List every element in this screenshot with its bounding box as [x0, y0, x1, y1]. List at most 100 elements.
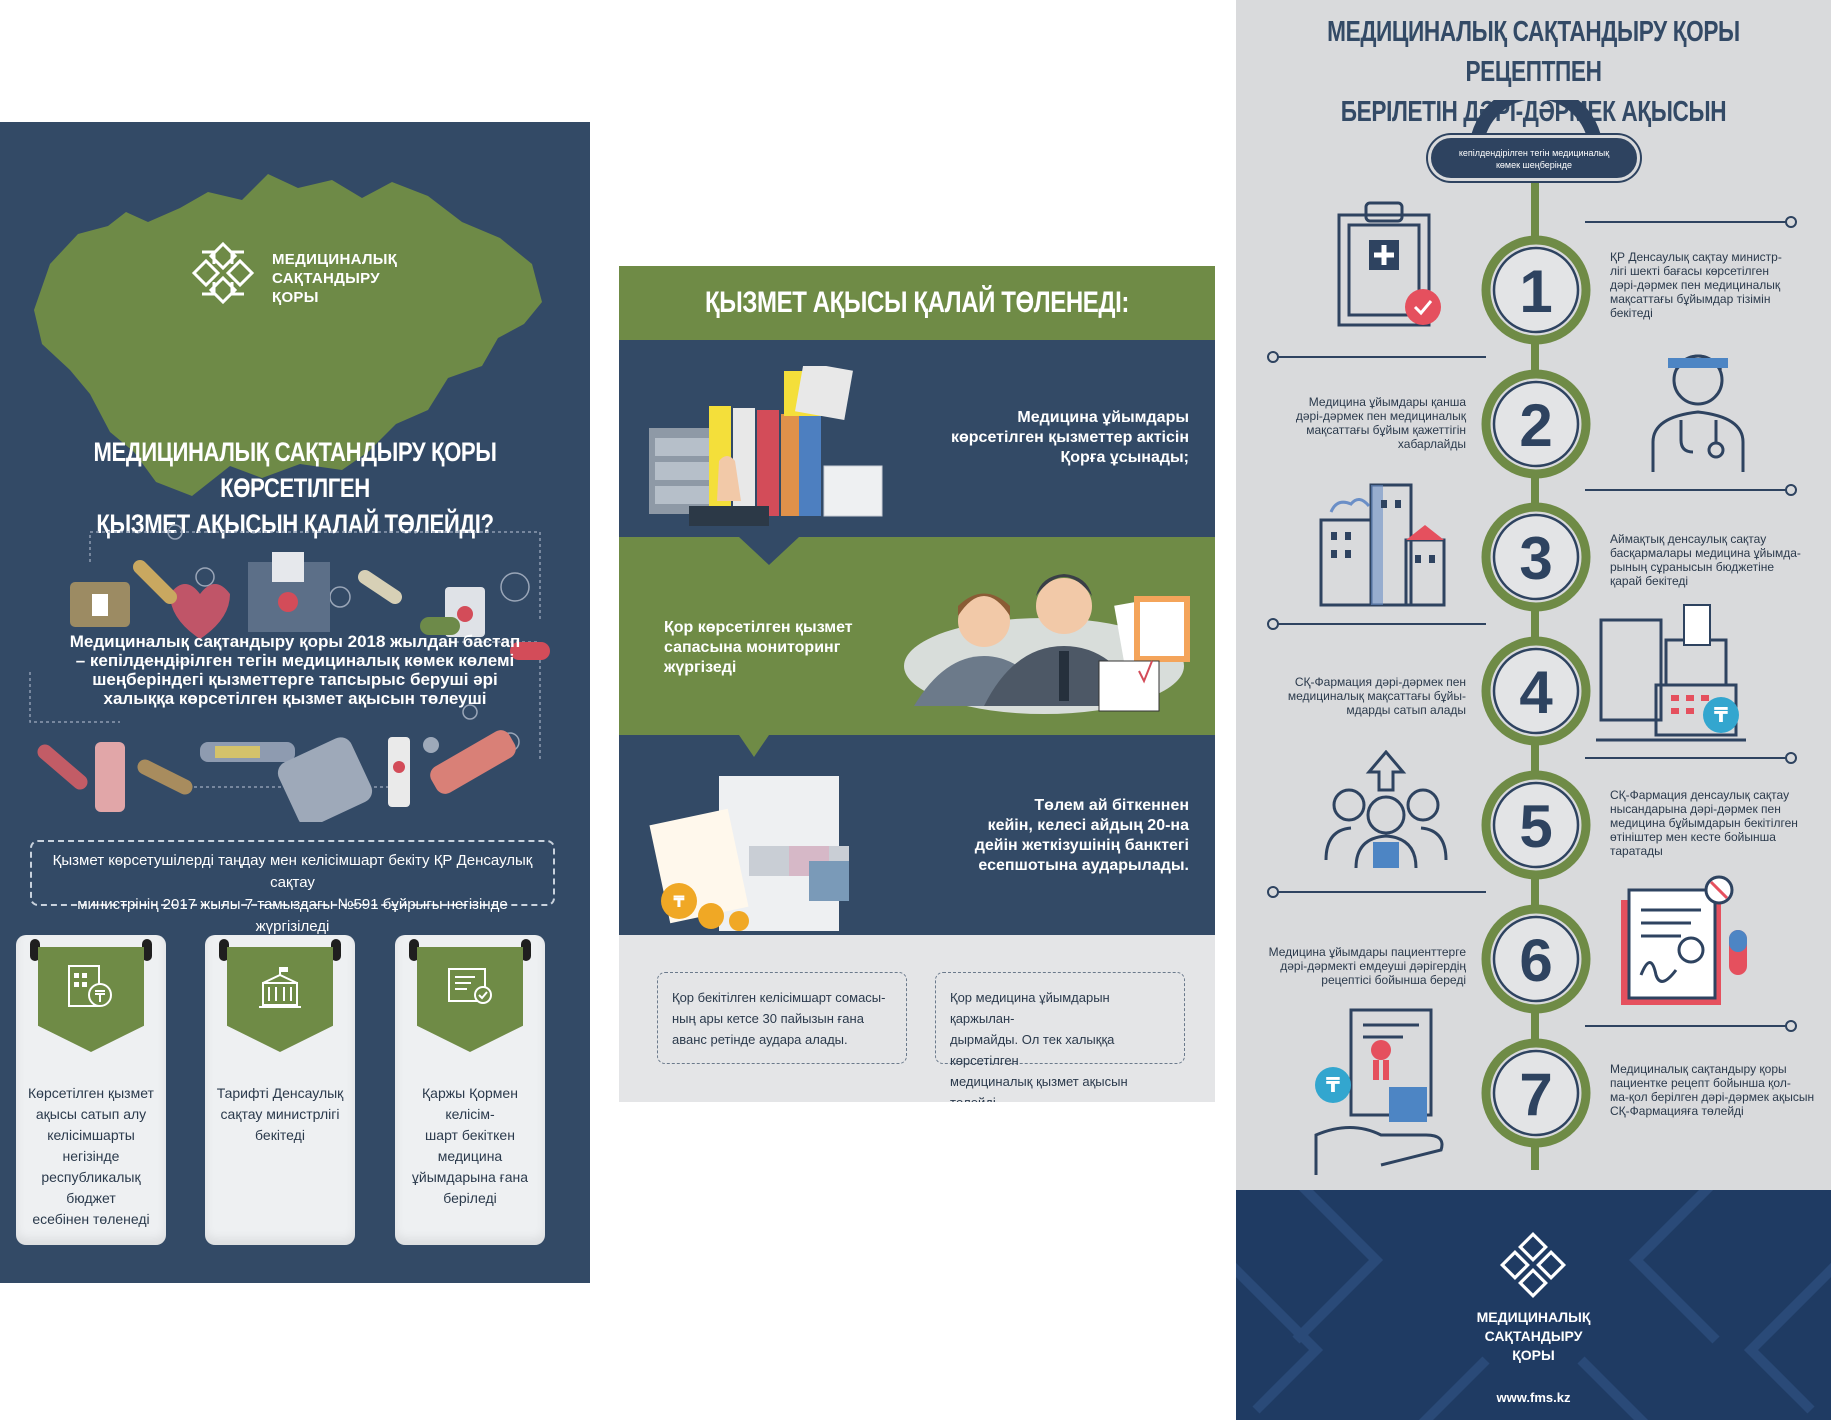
step-line: өтініштер мен кесте бойынша	[1610, 830, 1776, 844]
info-card-1: Көрсетілген қызмет ақысы сатып алу келіс…	[16, 935, 166, 1245]
pin	[521, 939, 531, 961]
card-line: есебінен төленеді	[32, 1211, 150, 1227]
card-line: ақысы сатып алу	[35, 1106, 147, 1122]
pill-line: кепілдендірілген тегін медициналық	[1458, 148, 1610, 158]
pin	[331, 939, 341, 961]
step-7-text: Медициналық сақтандыру қоры пациентке ре…	[1610, 1062, 1820, 1118]
step-7-number: 7	[1481, 1038, 1591, 1148]
middle-title-band: ҚЫЗМЕТ АҚЫСЫ ҚАЛАЙ ТӨЛЕНЕДІ:	[619, 266, 1215, 340]
card-line: бекітеді	[255, 1127, 305, 1143]
step2-text: Қор көрсетілген қызмет сапасына монитори…	[664, 618, 924, 678]
fund-logo-icon	[1499, 1231, 1567, 1299]
city-buildings-icon	[1319, 483, 1446, 607]
step-line: Медицина ұйымдары қанша	[1308, 395, 1466, 409]
svg-text:1: 1	[1519, 258, 1552, 325]
info-card-2: Тарифті Денсаулық сақтау министрлігі бек…	[205, 935, 355, 1245]
middle-title: ҚЫЗМЕТ АҚЫСЫ ҚАЛАЙ ТӨЛЕНЕДІ:	[705, 286, 1129, 319]
payment-documents-icon: ₸	[649, 776, 849, 931]
note-line: Қызмет көрсетушілерді таңдау мен келісім…	[52, 852, 533, 891]
band-arrow	[739, 735, 769, 757]
svg-text:₸: ₸	[1714, 705, 1728, 727]
step-line: қарай бекітеді	[1610, 574, 1689, 588]
step-2-number: 2	[1481, 369, 1591, 479]
step-line: лігі шекті бағасы көрсетілген	[1610, 264, 1769, 278]
logo-line: САҚТАНДЫРУ	[272, 270, 380, 287]
card-line: Тарифті Денсаулық	[216, 1085, 344, 1101]
step-4-number: 4	[1481, 636, 1591, 746]
right-footer: МЕДИЦИНАЛЫҚ САҚТАНДЫРУ ҚОРЫ www.fms.kz	[1236, 1190, 1831, 1420]
note-line: медициналық қызмет ақысын төлейді.	[950, 1074, 1128, 1102]
logo-line: МЕДИЦИНАЛЫҚ	[272, 251, 398, 268]
footer-website-link[interactable]: www.fms.kz	[1496, 1390, 1571, 1405]
step-line: Медициналық сақтандыру қоры	[1610, 1062, 1787, 1076]
step-line: дейін жеткізушінің банктегі	[974, 837, 1189, 854]
government-building-icon	[259, 967, 301, 1008]
step-line: Медицина ұйымдары пациенттерге	[1268, 945, 1466, 959]
step-line: жүргізеді	[664, 659, 737, 676]
footer-pattern	[1236, 1190, 1831, 1420]
step-line: СҚ-Фармация дәрі-дәрмек пен	[1294, 675, 1466, 689]
svg-text:6: 6	[1519, 927, 1552, 994]
step-line: СҚ-Фармацияға төлейді	[1610, 1104, 1744, 1118]
svg-text:4: 4	[1519, 659, 1553, 726]
card-text: Көрсетілген қызмет ақысы сатып алу келіс…	[26, 1083, 156, 1230]
step-line: нысандарына дәрі-дәрмек пен	[1610, 802, 1781, 816]
pin	[409, 939, 419, 961]
payment-hand-icon: ₸	[1314, 1008, 1444, 1175]
note-line: министрінің 2017 жылы 7 тамыздағы №591 б…	[77, 896, 508, 935]
step-3-number: 3	[1481, 502, 1591, 612]
card-line: республикалық бюджет	[41, 1169, 141, 1206]
step-6-number: 6	[1481, 904, 1591, 1014]
step-1-text: ҚР Денсаулық сақтау министр- лігі шекті …	[1610, 250, 1810, 320]
step-line: Аймақтық денсаулық сақтау	[1610, 532, 1767, 546]
step-line: мақсаттағы бұйымдар тізімін	[1610, 292, 1771, 306]
step-line: пациентке рецепт бойынша қол-	[1610, 1076, 1791, 1090]
step-line: ма-қол берілген дәрі-дәрмек ақысын	[1610, 1090, 1815, 1104]
body-line: – кепілдендірілген тегін медициналық көм…	[75, 651, 515, 670]
step-line: дәрі-дәрмек пен медициналық	[1610, 278, 1781, 292]
step-line: басқармалары медицина ұйымда-	[1610, 546, 1801, 560]
pin	[30, 939, 40, 961]
logo-line: ҚОРЫ	[1512, 1347, 1555, 1363]
step-6-text: Медицина ұйымдары пациенттерге дәрі-дәрм…	[1256, 945, 1466, 987]
kazakhstan-map	[34, 174, 542, 496]
step-5-text: СҚ-Фармация денсаулық сақтау нысандарына…	[1610, 788, 1820, 858]
prescription-icon	[1621, 875, 1747, 1005]
fund-logo-icon	[191, 241, 255, 305]
step-line: рецептісі бойынша береді	[1321, 973, 1466, 987]
monitoring-people-icon	[904, 574, 1190, 714]
card-line: ұйымдарына ғана	[411, 1169, 529, 1185]
step-2-text: Медицина ұйымдары қанша дәрі-дәрмек пен …	[1266, 395, 1466, 451]
scope-pill: кепілдендірілген тегін медициналық көмек…	[1428, 135, 1640, 181]
step-4-text: СҚ-Фармация дәрі-дәрмек пен медициналық …	[1266, 675, 1466, 717]
body-line: шеңберіндегі қызметтерге тапсырыс беруші…	[92, 670, 498, 689]
pin	[219, 939, 229, 961]
body-line: Медициналық сақтандыру қоры 2018 жылдан …	[69, 632, 521, 651]
step-line: кейін, келесі айдың 20-на	[987, 817, 1189, 834]
note-line: Қор медицина ұйымдарын қаржылан-	[950, 990, 1110, 1026]
step-line: мақсаттағы бұйым қажеттігін	[1306, 423, 1466, 437]
document-folders-icon	[649, 366, 883, 526]
note-line: Қор бекітілген келісімшарт сомасы-	[672, 990, 886, 1005]
card-line: беріледі	[443, 1190, 497, 1206]
left-body-text: Медициналық сақтандыру қоры 2018 жылдан …	[30, 632, 560, 708]
step-line: сапасына мониторинг	[664, 639, 841, 656]
logo-line: ҚОРЫ	[272, 289, 319, 306]
step1-text: Медицина ұйымдары көрсетілген қызметтер …	[899, 408, 1189, 468]
svg-text:3: 3	[1519, 525, 1552, 592]
step-line: бекітеді	[1610, 306, 1653, 320]
medical-icons-illustration	[29, 524, 550, 822]
svg-text:2: 2	[1519, 392, 1552, 459]
doctor-icon	[1651, 354, 1745, 472]
note-line: ның ары кетсе 30 пайызын ғана	[672, 1011, 864, 1026]
footer-logo-text: МЕДИЦИНАЛЫҚ САҚТАНДЫРУ ҚОРЫ	[1236, 1308, 1831, 1365]
cash-register-icon: ₸	[1596, 604, 1746, 742]
logo-line: САҚТАНДЫРУ	[1484, 1328, 1583, 1344]
logo-line: МЕДИЦИНАЛЫҚ	[1476, 1309, 1591, 1325]
step-line: мдарды сатып алады	[1346, 703, 1466, 717]
step-line: медицина бұйымдарын бекітілген	[1610, 816, 1798, 830]
svg-text:5: 5	[1519, 793, 1552, 860]
left-title: МЕДИЦИНАЛЫҚ САҚТАНДЫРУ ҚОРЫ КӨРСЕТІЛГЕН …	[70, 434, 521, 542]
card-line: Қаржы Қормен келісім-	[422, 1085, 518, 1122]
advance-note: Қор бекітілген келісімшарт сомасы- ның а…	[657, 972, 907, 1064]
